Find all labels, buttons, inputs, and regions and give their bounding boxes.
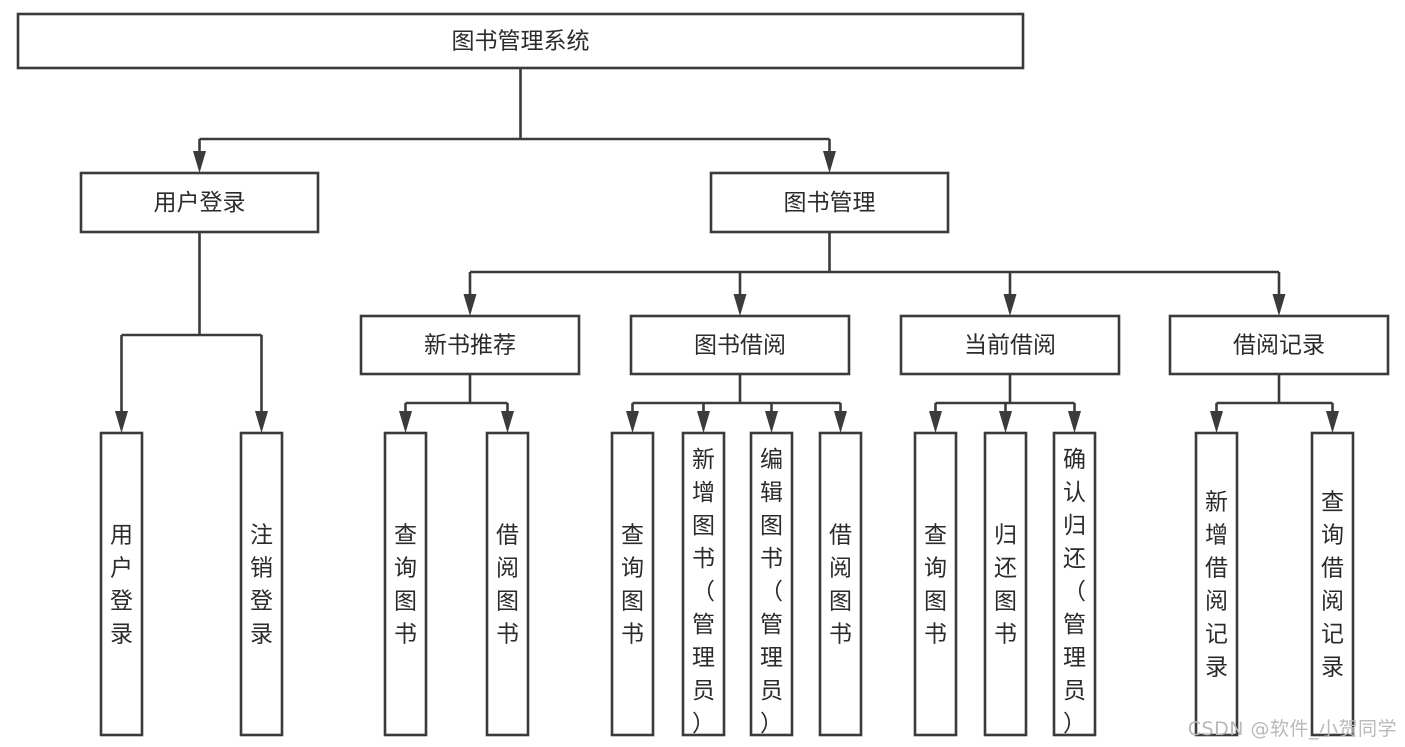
- node-label: 借阅图书: [829, 523, 852, 648]
- node-label: 用户登录: [110, 523, 133, 648]
- node-label: 图书管理: [784, 190, 876, 216]
- connector-group-l3_book_borrow: [626, 374, 847, 433]
- node-label: 当前借阅: [964, 333, 1056, 359]
- connector-group-l3_new_book_rec: [399, 374, 514, 433]
- node-leaf-query-book-1[interactable]: 查询图书: [383, 431, 428, 737]
- node-box[interactable]: [99, 431, 144, 737]
- arrow-head-icon: [1068, 411, 1081, 433]
- node-label: 图书借阅: [694, 333, 786, 359]
- arrow-head-icon: [765, 411, 778, 433]
- node-label: 用户登录: [154, 190, 246, 216]
- connector-lines-layer: [115, 68, 1339, 433]
- node-label: 编辑图书（管理员）: [760, 447, 783, 737]
- arrow-head-icon: [115, 411, 128, 433]
- connector-group-root: [193, 68, 836, 173]
- node-leaf-return-book[interactable]: 归还图书: [983, 431, 1028, 737]
- node-label: 查询图书: [394, 523, 417, 648]
- node-box[interactable]: [681, 431, 726, 737]
- arrow-head-icon: [834, 411, 847, 433]
- arrow-head-icon: [626, 411, 639, 433]
- node-root[interactable]: 图书管理系统: [16, 12, 1025, 70]
- node-l3-borrow-record[interactable]: 借阅记录: [1168, 314, 1390, 376]
- arrow-head-icon: [697, 411, 710, 433]
- arrow-head-icon: [999, 411, 1012, 433]
- node-l2-user-login[interactable]: 用户登录: [79, 171, 320, 234]
- node-leaf-query-book-2[interactable]: 查询图书: [610, 431, 655, 737]
- arrow-head-icon: [501, 411, 514, 433]
- node-l3-book-borrow[interactable]: 图书借阅: [629, 314, 851, 376]
- node-label: 注销登录: [250, 523, 273, 648]
- connector-group-l3_borrow_record: [1210, 374, 1339, 433]
- arrow-head-icon: [463, 294, 477, 316]
- node-label: 查询图书: [924, 523, 947, 648]
- node-leaf-borrow-book-1[interactable]: 借阅图书: [485, 431, 530, 737]
- node-box[interactable]: [16, 12, 1025, 70]
- node-l3-current-borrow[interactable]: 当前借阅: [899, 314, 1121, 376]
- node-box[interactable]: [79, 171, 320, 234]
- node-label: 确认归还（管理员）: [1063, 447, 1086, 737]
- connector-group-l3_current_borrow: [929, 374, 1081, 433]
- node-box[interactable]: [1052, 431, 1097, 737]
- node-l2-book-manage[interactable]: 图书管理: [709, 171, 950, 234]
- node-leaf-add-book[interactable]: 新增图书（管理员）: [681, 431, 726, 737]
- node-label: 归还图书: [994, 523, 1017, 648]
- connector-group-l2_user_login: [115, 232, 268, 433]
- node-box[interactable]: [629, 314, 851, 376]
- arrow-head-icon: [823, 151, 836, 173]
- arrow-head-icon: [1272, 294, 1286, 316]
- node-leaf-borrow-book-2[interactable]: 借阅图书: [818, 431, 863, 737]
- node-label: 新书推荐: [424, 333, 516, 359]
- node-leaf-logout[interactable]: 注销登录: [239, 431, 284, 737]
- arrow-head-icon: [399, 411, 412, 433]
- node-label: 借阅图书: [496, 523, 519, 648]
- node-leaf-query-book-3[interactable]: 查询图书: [913, 431, 958, 737]
- node-box[interactable]: [1310, 431, 1355, 737]
- node-label: 图书管理系统: [452, 29, 590, 55]
- arrow-head-icon: [193, 151, 206, 173]
- node-box[interactable]: [1194, 431, 1239, 737]
- node-box[interactable]: [899, 314, 1121, 376]
- node-label: 查询借阅记录: [1321, 490, 1344, 681]
- node-l3-new-book-rec[interactable]: 新书推荐: [359, 314, 581, 376]
- node-box[interactable]: [818, 431, 863, 737]
- node-leaf-edit-book[interactable]: 编辑图书（管理员）: [749, 431, 794, 737]
- node-label: 借阅记录: [1233, 333, 1325, 359]
- node-leaf-add-record[interactable]: 新增借阅记录: [1194, 431, 1239, 737]
- node-box[interactable]: [709, 171, 950, 234]
- node-box[interactable]: [239, 431, 284, 737]
- connector-group-l2_book_manage: [463, 232, 1286, 316]
- node-box[interactable]: [749, 431, 794, 737]
- arrow-head-icon: [255, 411, 268, 433]
- node-boxes-layer: 图书管理系统用户登录图书管理新书推荐图书借阅当前借阅借阅记录用户登录注销登录查询…: [16, 12, 1390, 737]
- node-leaf-confirm-return[interactable]: 确认归还（管理员）: [1052, 431, 1097, 737]
- node-box[interactable]: [485, 431, 530, 737]
- arrow-head-icon: [1210, 411, 1223, 433]
- node-label: 新增借阅记录: [1205, 490, 1228, 681]
- node-box[interactable]: [1168, 314, 1390, 376]
- node-box[interactable]: [983, 431, 1028, 737]
- arrow-head-icon: [929, 411, 942, 433]
- node-box[interactable]: [610, 431, 655, 737]
- arrow-head-icon: [1003, 294, 1017, 316]
- arrow-head-icon: [733, 294, 747, 316]
- node-box[interactable]: [359, 314, 581, 376]
- node-label: 新增图书（管理员）: [692, 447, 715, 737]
- arrow-head-icon: [1326, 411, 1339, 433]
- node-box[interactable]: [913, 431, 958, 737]
- node-leaf-query-record[interactable]: 查询借阅记录: [1310, 431, 1355, 737]
- node-box[interactable]: [383, 431, 428, 737]
- node-leaf-user-login[interactable]: 用户登录: [99, 431, 144, 737]
- node-label: 查询图书: [621, 523, 644, 648]
